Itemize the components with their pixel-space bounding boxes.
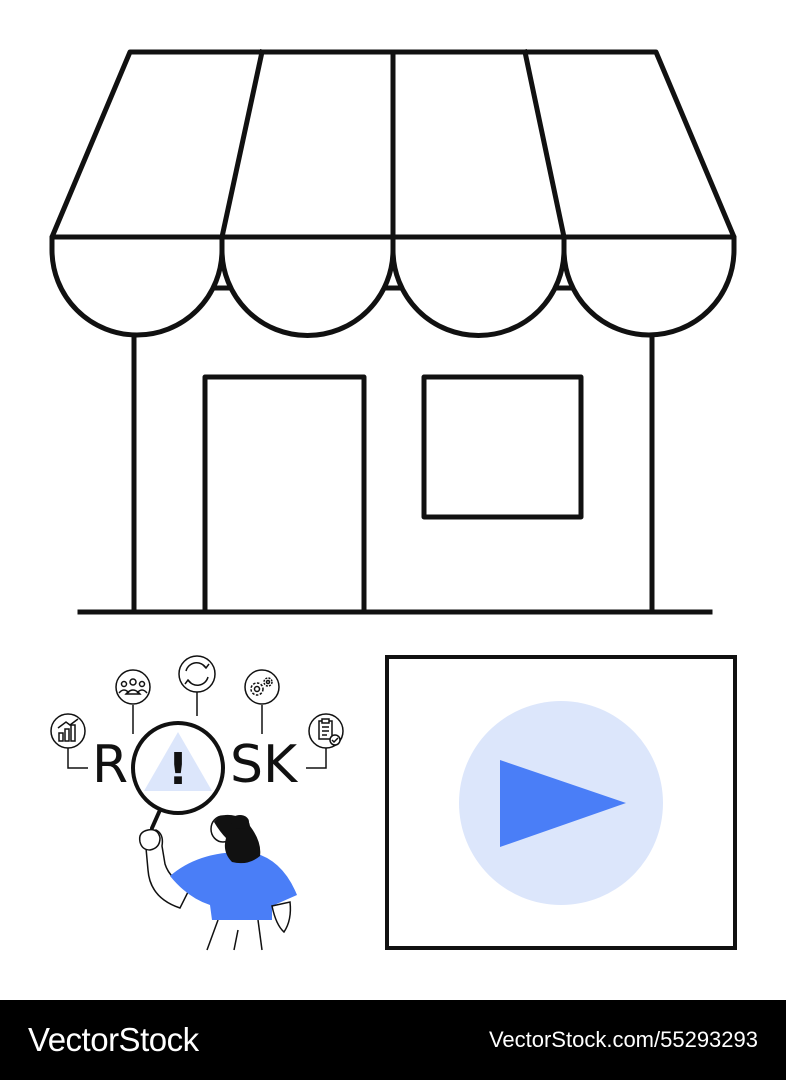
risk-letters-sk: SK (230, 735, 299, 795)
magnifier-icon: ! (131, 721, 225, 830)
video-player[interactable] (385, 655, 737, 950)
risk-graphic: R SK ! (50, 655, 344, 951)
team-icon (115, 669, 151, 705)
play-icon[interactable] (500, 760, 626, 847)
storefront-icon (49, 49, 737, 615)
icon-connectors (67, 692, 327, 769)
risk-letter-r: R (92, 735, 128, 795)
growth-chart-icon (50, 713, 86, 749)
footer-stock-id: VectorStock.com/55293293 (488, 1027, 758, 1052)
gears-icon (244, 669, 280, 705)
clipboard-check-icon (308, 713, 344, 749)
person-figure (138, 814, 297, 951)
illustration-artwork: R SK ! (49, 49, 737, 951)
watermark-footer: VectorStock VectorStock.com/55293293 (0, 1000, 786, 1080)
footer-brand: VectorStock (28, 1021, 199, 1058)
refresh-icon (178, 655, 216, 693)
warning-triangle-icon (144, 732, 212, 791)
exclamation-mark: ! (168, 744, 188, 795)
